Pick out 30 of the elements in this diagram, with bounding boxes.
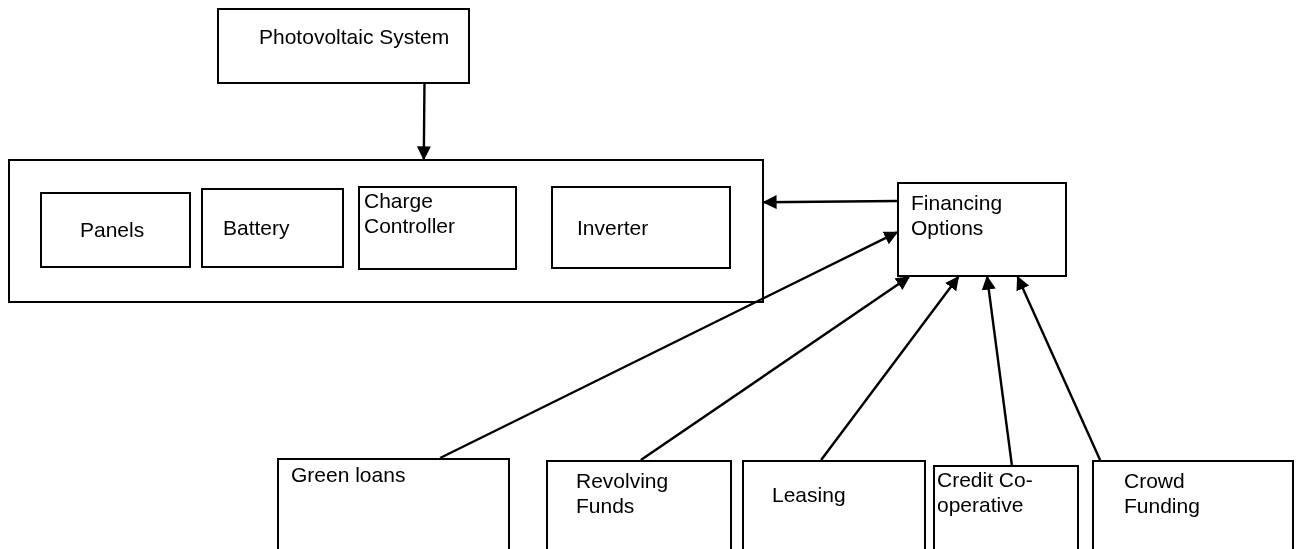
box-label: Inverter	[577, 214, 650, 241]
box-label: Photovoltaic System	[259, 24, 451, 50]
arrow	[640, 276, 911, 461]
process-box	[546, 460, 732, 549]
box-label: Revolving Funds	[576, 468, 670, 519]
process-box	[897, 182, 1067, 277]
process-box	[201, 188, 344, 268]
process-box	[277, 458, 510, 549]
process-box	[40, 192, 191, 268]
box-label: Leasing	[772, 482, 847, 508]
box-label: Green loans	[291, 462, 407, 488]
process-box	[742, 460, 926, 549]
arrow	[416, 84, 431, 161]
arrow	[820, 275, 960, 461]
box-label: Battery	[223, 215, 291, 241]
arrow	[1016, 275, 1102, 461]
box-label: Credit Co-operative	[937, 467, 1034, 518]
process-box	[358, 186, 517, 270]
process-box	[217, 8, 470, 84]
arrow	[981, 275, 1014, 466]
process-box	[551, 186, 731, 269]
arrow	[439, 231, 899, 460]
box-label: Financing Options	[911, 190, 1004, 241]
box-label: Charge Controller	[364, 188, 457, 239]
process-box	[933, 465, 1079, 549]
process-box	[1092, 460, 1294, 549]
box-label: Panels	[80, 217, 146, 243]
arrow	[762, 195, 897, 210]
group-frame	[8, 159, 764, 303]
box-label: Crowd Funding	[1124, 468, 1201, 519]
